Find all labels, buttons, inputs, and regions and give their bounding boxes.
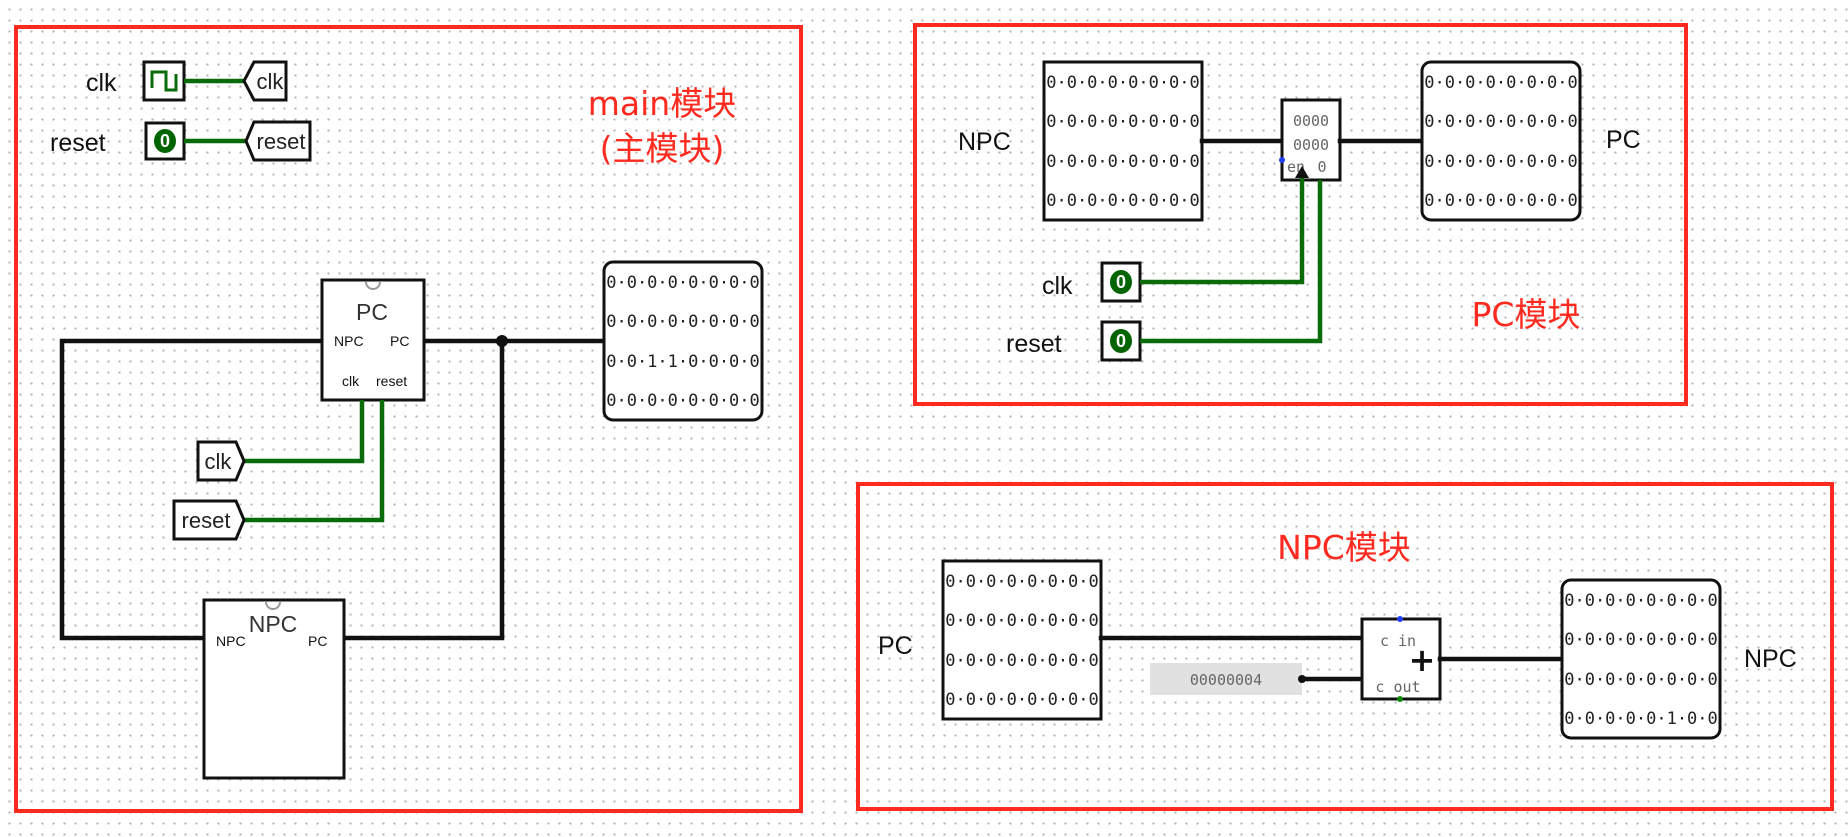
svg-text:0·0·0·0·0·0·0·0: 0·0·0·0·0·0·0·0: [945, 572, 1099, 592]
clk-tunnel: clk: [242, 60, 288, 102]
svg-text:0·0·0·0·0·1·0·0: 0·0·0·0·0·1·0·0: [1564, 709, 1718, 729]
svg-text:0·0·0·0·0·0·0·0: 0·0·0·0·0·0·0·0: [1424, 112, 1578, 132]
npc-module-npc-label: NPC: [1744, 645, 1797, 673]
clock-wave-icon: [150, 70, 178, 92]
pc-pin-reset: reset: [376, 373, 407, 389]
npc-module-title: NPC模块: [1277, 528, 1411, 567]
npc-subcircuit-title: NPC: [249, 611, 298, 637]
clk-label: clk: [86, 69, 117, 97]
npc-pin-pc: PC: [308, 633, 327, 649]
pc-module-reset-value: 0: [1116, 331, 1126, 351]
svg-text:0·0·0·0·0·0·0·0: 0·0·0·0·0·0·0·0: [1046, 112, 1200, 132]
clock-input[interactable]: [142, 60, 186, 102]
main-module-frame: [14, 25, 803, 813]
clk-tunnel-2-label: clk: [205, 449, 233, 474]
adder[interactable]: c in c out +: [1360, 616, 1442, 702]
register-en-value: 0: [1317, 158, 1326, 176]
pc-module-pc-label: PC: [1606, 126, 1641, 154]
reset-input-value: 0: [160, 131, 170, 151]
register-line1: 0000: [1293, 112, 1329, 130]
npc-module-frame: [856, 482, 1834, 811]
pc-subcircuit[interactable]: PC NPC PC clk reset: [320, 278, 426, 402]
svg-text:0·0·0·0·0·0·0·0: 0·0·0·0·0·0·0·0: [606, 391, 760, 411]
pc-module-clk-value: 0: [1116, 272, 1126, 292]
reset-tunnel-2: reset: [172, 499, 246, 541]
svg-text:0·0·0·0·0·0·0·0: 0·0·0·0·0·0·0·0: [1564, 591, 1718, 611]
npc-module: NPC模块 PC 0·0·0·0·0·0·0·0 0·0·0·0·0·0·0·0…: [856, 482, 1834, 811]
npc-pin-npc: NPC: [216, 633, 246, 649]
pc-module-title: PC模块: [1472, 295, 1581, 334]
svg-text:0·0·0·0·0·0·0·0: 0·0·0·0·0·0·0·0: [606, 273, 760, 293]
reset-input[interactable]: 0: [144, 121, 186, 161]
wire-junction: [496, 335, 508, 347]
pc-subcircuit-title: PC: [356, 299, 388, 325]
pc-module: PC模块 NPC 0·0·0·0·0·0·0·0 0·0·0·0·0·0·0·0…: [913, 23, 1688, 406]
svg-text:0·0·0·0·0·0·0·0: 0·0·0·0·0·0·0·0: [945, 611, 1099, 631]
reset-tunnel-label: reset: [257, 129, 306, 154]
reset-label: reset: [50, 129, 106, 157]
reset-tunnel: reset: [244, 120, 312, 162]
npc-module-npc-output: 0·0·0·0·0·0·0·0 0·0·0·0·0·0·0·0 0·0·0·0·…: [1560, 578, 1722, 740]
npc-module-pc-label: PC: [878, 632, 913, 660]
pc-module-pc-output: 0·0·0·0·0·0·0·0 0·0·0·0·0·0·0·0 0·0·0·0·…: [1420, 60, 1582, 222]
svg-text:0·0·0·0·0·0·0·0: 0·0·0·0·0·0·0·0: [1424, 73, 1578, 93]
pc-pin-npc: NPC: [334, 333, 364, 349]
pc-module-reset-label: reset: [1006, 330, 1062, 358]
main-module-title: main模块: [588, 84, 736, 123]
pc-module-npc-label: NPC: [958, 128, 1011, 156]
svg-text:0·0·0·0·0·0·0·0: 0·0·0·0·0·0·0·0: [1564, 670, 1718, 690]
pc-module-reset-input[interactable]: 0: [1100, 320, 1142, 362]
pc-pin-pc: PC: [390, 333, 409, 349]
register-line2: 0000: [1293, 136, 1329, 154]
constant-value: 00000004: [1190, 671, 1262, 689]
pc-module-npc-input[interactable]: 0·0·0·0·0·0·0·0 0·0·0·0·0·0·0·0 0·0·0·0·…: [1042, 60, 1204, 222]
npc-subcircuit[interactable]: NPC NPC PC: [202, 598, 346, 780]
adder-c-out: c out: [1375, 678, 1420, 696]
main-module-subtitle: (主模块): [600, 129, 725, 168]
svg-text:0·0·0·0·0·0·0·0: 0·0·0·0·0·0·0·0: [1564, 630, 1718, 650]
svg-text:0·0·0·0·0·0·0·0: 0·0·0·0·0·0·0·0: [606, 312, 760, 332]
main-pc-probe: 0·0·0·0·0·0·0·0 0·0·0·0·0·0·0·0 0·0·1·1·…: [602, 260, 764, 422]
pc-module-clk-input[interactable]: 0: [1100, 261, 1142, 303]
reset-tunnel-2-label: reset: [182, 508, 231, 533]
pc-register[interactable]: 0000 0000 en 0: [1279, 98, 1342, 182]
svg-text:0·0·1·1·0·0·0·0: 0·0·1·1·0·0·0·0: [606, 352, 760, 372]
svg-text:0·0·0·0·0·0·0·0: 0·0·0·0·0·0·0·0: [945, 690, 1099, 710]
clk-tunnel-2: clk: [196, 440, 246, 482]
svg-text:0·0·0·0·0·0·0·0: 0·0·0·0·0·0·0·0: [1046, 152, 1200, 172]
svg-text:0·0·0·0·0·0·0·0: 0·0·0·0·0·0·0·0: [1424, 191, 1578, 211]
adder-c-in: c in: [1380, 632, 1416, 650]
clk-tunnel-label: clk: [257, 69, 285, 94]
clock-trigger-icon: [1295, 166, 1309, 178]
constant-four: 00000004: [1150, 663, 1302, 695]
svg-text:0·0·0·0·0·0·0·0: 0·0·0·0·0·0·0·0: [945, 651, 1099, 671]
main-module: main模块 (主模块) clk clk reset 0 reset: [14, 25, 803, 813]
svg-text:0·0·0·0·0·0·0·0: 0·0·0·0·0·0·0·0: [1046, 191, 1200, 211]
npc-module-pc-input[interactable]: 0·0·0·0·0·0·0·0 0·0·0·0·0·0·0·0 0·0·0·0·…: [941, 559, 1103, 721]
svg-text:0·0·0·0·0·0·0·0: 0·0·0·0·0·0·0·0: [1046, 73, 1200, 93]
pc-pin-clk: clk: [342, 373, 360, 389]
pc-module-frame: [913, 23, 1688, 406]
svg-text:0·0·0·0·0·0·0·0: 0·0·0·0·0·0·0·0: [1424, 152, 1578, 172]
pc-module-clk-label: clk: [1042, 272, 1073, 300]
adder-plus-icon: +: [1409, 641, 1436, 679]
